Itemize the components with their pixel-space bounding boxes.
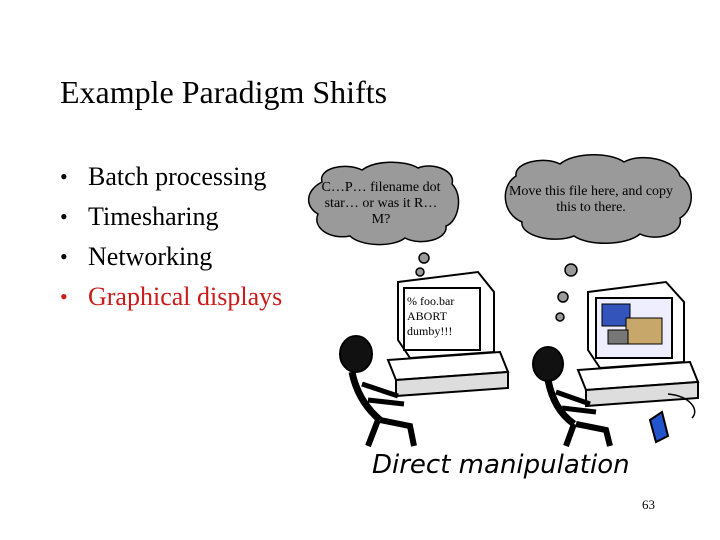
bullet-list: • Batch processing • Timesharing • Networki… (60, 160, 282, 320)
bullet-item: • Networking (60, 240, 282, 280)
bullet-dot-icon: • (60, 204, 68, 229)
bullet-dot-icon: • (60, 164, 68, 189)
bullet-text: Graphical displays (88, 282, 283, 311)
caption: Direct manipulation (372, 450, 630, 480)
users-at-computers-illustration (308, 154, 700, 448)
bullet-dot-icon: • (60, 244, 68, 269)
thought-bubble-left (308, 161, 460, 277)
terminal-line: ABORT (407, 309, 447, 323)
terminal-screen-text: % foo.bar ABORT dumby!!! (407, 294, 477, 339)
terminal-line: % foo.bar (407, 294, 455, 308)
person-right (532, 346, 613, 448)
bullet-text: Timesharing (88, 202, 219, 231)
bullet-text: Networking (88, 242, 213, 271)
bullet-item: • Batch processing (60, 160, 282, 200)
bullet-item: • Graphical displays (60, 280, 282, 320)
thought-bubble-left-text: C…P… filename dot star… or was it R…M? (321, 180, 441, 227)
slide-title: Example Paradigm Shifts (60, 74, 388, 110)
thought-bubble-right (504, 154, 692, 322)
bullet-item: • Timesharing (60, 200, 282, 240)
bullet-text: Batch processing (88, 162, 267, 191)
thought-bubble-right-text: Move this file here, and copy this to th… (508, 184, 674, 215)
terminal-line: dumby!!! (407, 324, 453, 338)
terminal-computer (386, 270, 510, 398)
gui-computer (576, 280, 700, 444)
page-number: 63 (642, 497, 655, 512)
bullet-dot-icon: • (60, 284, 68, 309)
person-left (339, 335, 417, 448)
